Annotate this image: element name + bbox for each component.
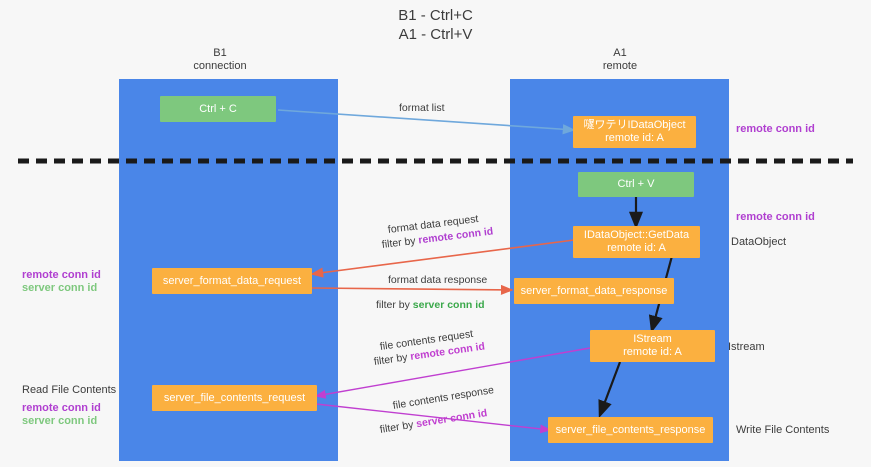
- node-server-format-data-request-label: server_format_data_request: [162, 274, 302, 287]
- filter-key-2: server conn id: [412, 299, 485, 311]
- side-label-remote-conn-id-mid: remote conn id: [736, 211, 815, 223]
- node-server-format-data-request[interactable]: server_format_data_request: [152, 268, 312, 294]
- wire-label-format-data-response-filter: filter by server conn id: [376, 299, 485, 312]
- column-header-a1: A1 remote: [550, 47, 690, 73]
- title-line-2: A1 - Ctrl+V: [398, 26, 473, 43]
- column-header-a1-name: A1: [613, 47, 627, 59]
- side-label-left-server-conn-id: server conn id: [22, 282, 98, 294]
- node-istream-line1: IStream: [633, 333, 672, 345]
- node-ctrl-c-label: Ctrl + C: [199, 102, 237, 115]
- column-header-b1: B1 connection: [150, 47, 290, 73]
- node-server-file-contents-request[interactable]: server_file_contents_request: [152, 385, 317, 411]
- node-server-file-contents-request-label: server_file_contents_request: [163, 391, 306, 404]
- column-header-b1-sub: connection: [193, 60, 247, 72]
- side-label-write-file-contents: Write File Contents: [736, 424, 830, 436]
- filter-prefix-3: filter by: [373, 350, 412, 368]
- title-line-1: B1 - Ctrl+C: [398, 7, 473, 24]
- side-label-dataobject: DataObject: [731, 236, 787, 248]
- node-idataobject-register-line1: 嚺ワテリIDataObject: [583, 119, 686, 131]
- node-istream[interactable]: IStream remote id: A: [590, 330, 715, 362]
- node-idataobject-getdata-line1: IDataObject::GetData: [583, 229, 690, 241]
- wire-label-format-data-response: format data response: [388, 274, 488, 286]
- column-header-b1-name: B1: [213, 47, 227, 59]
- side-label-istream: Istream: [728, 341, 765, 353]
- node-idataobject-register-line2: remote id: A: [605, 132, 664, 144]
- filter-prefix-1: filter by: [381, 234, 420, 251]
- column-header-a1-sub: remote: [602, 60, 638, 72]
- node-idataobject-register[interactable]: 嚺ワテリIDataObject remote id: A: [573, 116, 696, 148]
- node-ctrl-c[interactable]: Ctrl + C: [160, 96, 276, 122]
- node-server-format-data-response[interactable]: server_format_data_response: [514, 278, 674, 304]
- side-label-left-server-conn-id-2: server conn id: [22, 415, 98, 427]
- filter-key-4: server conn id: [415, 407, 489, 431]
- side-label-read-file-contents: Read File Contents: [22, 384, 117, 396]
- node-ctrl-v[interactable]: Ctrl + V: [578, 172, 694, 197]
- node-server-file-contents-response[interactable]: server_file_contents_response: [548, 417, 713, 443]
- node-server-format-data-response-label: server_format_data_response: [520, 284, 668, 297]
- wire-format-data-response: [311, 284, 514, 296]
- side-label-left-remote-conn-id: remote conn id: [22, 269, 101, 281]
- node-idataobject-getdata-line2: remote id: A: [607, 242, 666, 254]
- node-ctrl-v-label: Ctrl + V: [617, 178, 655, 190]
- page-title: B1 - Ctrl+C A1 - Ctrl+V: [0, 6, 871, 44]
- filter-prefix-2: filter by: [376, 299, 413, 311]
- side-label-left-remote-conn-id-2: remote conn id: [22, 402, 101, 414]
- wire-label-format-list: format list: [399, 102, 445, 114]
- filter-prefix-4: filter by: [378, 418, 418, 436]
- side-label-remote-conn-id-top: remote conn id: [736, 123, 815, 135]
- node-idataobject-getdata[interactable]: IDataObject::GetData remote id: A: [573, 226, 700, 258]
- node-server-file-contents-response-label: server_file_contents_response: [555, 423, 706, 436]
- node-istream-line2: remote id: A: [623, 346, 682, 358]
